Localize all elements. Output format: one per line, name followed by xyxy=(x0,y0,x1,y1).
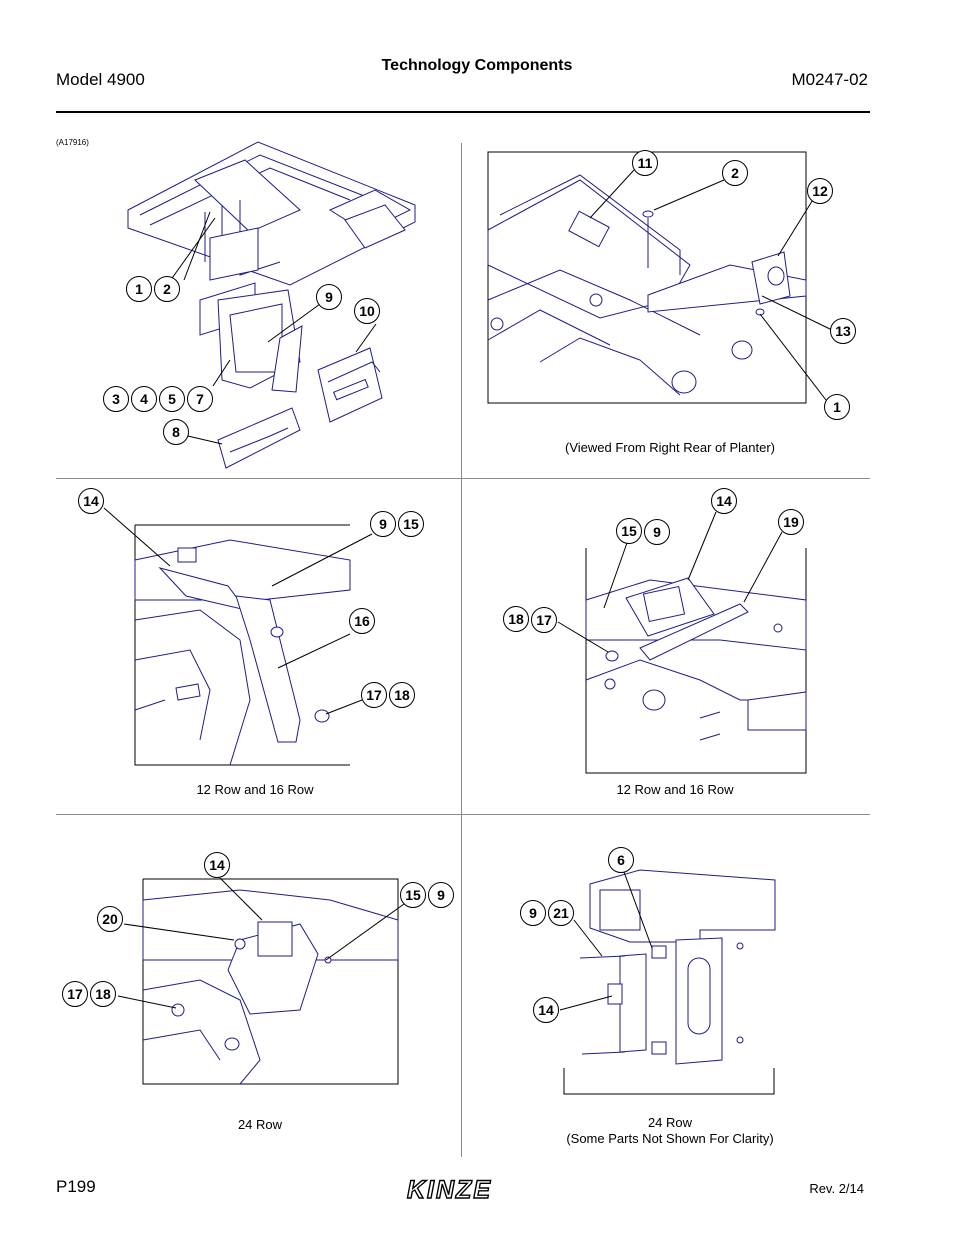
br-frame-drawing xyxy=(563,869,776,1095)
page-number: P199 xyxy=(56,1177,96,1196)
tr-leaders xyxy=(589,169,833,401)
figure-code: (A17916) xyxy=(56,138,89,147)
callout-mr-14: 14 xyxy=(711,488,737,514)
page-title: Technology Components xyxy=(381,57,573,74)
callout-tl-9: 9 xyxy=(316,284,342,310)
ml-leaders xyxy=(103,507,373,715)
bl-frame-drawing xyxy=(142,878,399,1085)
caption-top-right: (Viewed From Right Rear of Planter) xyxy=(564,440,775,455)
kinze-logo-mark: KINZE xyxy=(406,1175,492,1204)
mr-leaders xyxy=(557,511,783,653)
callout-tl-10: 10 xyxy=(354,298,380,324)
callout-tr-1: 1 xyxy=(824,394,850,420)
callout-tl-5: 5 xyxy=(159,386,185,412)
caption-bottom-left: 24 Row xyxy=(237,1117,283,1132)
callout-br-21: 21 xyxy=(548,900,574,926)
callout-tl-4: 4 xyxy=(131,386,157,412)
kinze-logo-text: KINZE xyxy=(407,1176,492,1202)
callout-mr-9: 9 xyxy=(644,519,670,545)
callout-ml-18: 18 xyxy=(389,682,415,708)
callout-br-9: 9 xyxy=(520,900,546,926)
caption-mid-left: 12 Row and 16 Row xyxy=(196,782,314,797)
caption-bottom-right-line2: (Some Parts Not Shown For Clarity) xyxy=(566,1131,774,1146)
callout-br-6: 6 xyxy=(608,847,634,873)
callout-br-14: 14 xyxy=(533,997,559,1023)
callout-bl-18: 18 xyxy=(90,981,116,1007)
callout-ml-14: 14 xyxy=(78,488,104,514)
callout-tl-1: 1 xyxy=(126,276,152,302)
callout-bl-17: 17 xyxy=(62,981,88,1007)
callout-tr-12: 12 xyxy=(807,178,833,204)
model-label: Model 4900 xyxy=(56,70,145,89)
callout-mr-17: 17 xyxy=(531,607,557,633)
callout-bl-15: 15 xyxy=(400,882,426,908)
callout-bl-9: 9 xyxy=(428,882,454,908)
callout-tr-13: 13 xyxy=(830,318,856,344)
mr-frame-drawing xyxy=(585,548,807,774)
ml-frame-drawing xyxy=(134,524,351,766)
callout-ml-9: 9 xyxy=(370,511,396,537)
tr-frame-drawing xyxy=(487,151,807,404)
callout-tl-7: 7 xyxy=(187,386,213,412)
document-number: M0247-02 xyxy=(791,70,868,89)
callout-mr-19: 19 xyxy=(778,509,804,535)
vertical-divider xyxy=(461,143,462,1157)
caption-mid-right: 12 Row and 16 Row xyxy=(616,782,734,797)
tl-leaders xyxy=(164,211,377,445)
callout-tr-11: 11 xyxy=(632,150,658,176)
callout-tr-2: 2 xyxy=(722,160,748,186)
horizontal-divider-2 xyxy=(56,814,870,815)
callout-ml-15: 15 xyxy=(398,511,424,537)
revision-date: Rev. 2/14 xyxy=(809,1181,864,1196)
horizontal-divider-1 xyxy=(56,478,870,479)
callout-bl-20: 20 xyxy=(97,906,123,932)
callout-ml-16: 16 xyxy=(349,608,375,634)
callout-tl-8: 8 xyxy=(163,419,189,445)
callout-mr-15: 15 xyxy=(616,518,642,544)
br-leaders xyxy=(559,871,653,1011)
bl-leaders xyxy=(117,877,405,1009)
callout-tl-2: 2 xyxy=(154,276,180,302)
header-rule xyxy=(56,111,870,113)
callout-ml-17: 17 xyxy=(361,682,387,708)
callout-mr-18: 18 xyxy=(503,606,529,632)
callout-tl-3: 3 xyxy=(103,386,129,412)
kinze-logo: KINZE xyxy=(404,1175,522,1207)
caption-bottom-right: 24 Row (Some Parts Not Shown For Clarity… xyxy=(520,1115,820,1147)
caption-bottom-right-line1: 24 Row xyxy=(647,1115,693,1130)
tl-frame-drawing xyxy=(127,141,416,469)
callout-bl-14: 14 xyxy=(204,852,230,878)
